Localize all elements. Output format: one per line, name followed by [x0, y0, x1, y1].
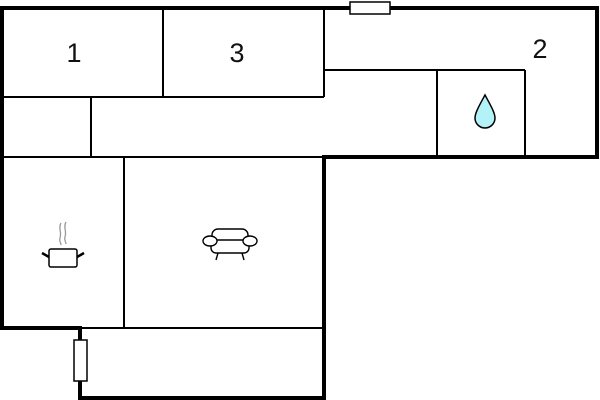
- room-1: [2, 8, 163, 97]
- armchair-icon: [202, 228, 258, 261]
- water-drop-icon: [474, 93, 496, 129]
- room-3: [163, 8, 324, 97]
- interior-walls: [2, 8, 526, 329]
- cooking-pot-icon: [41, 221, 85, 268]
- bathroom: [437, 70, 525, 157]
- room-2: [324, 8, 597, 70]
- entrance-door[interactable]: [73, 339, 88, 382]
- living-room: [124, 157, 324, 328]
- room-label-1: 1: [66, 38, 81, 68]
- room-label-3: 3: [229, 38, 244, 68]
- storage: [2, 97, 91, 157]
- exterior-walls: [0, 6, 599, 400]
- kitchen: [2, 157, 124, 328]
- hallway: [91, 97, 324, 157]
- entry-corridor: [80, 328, 324, 398]
- room-label-2: 2: [532, 34, 547, 64]
- top-door[interactable]: [349, 1, 391, 15]
